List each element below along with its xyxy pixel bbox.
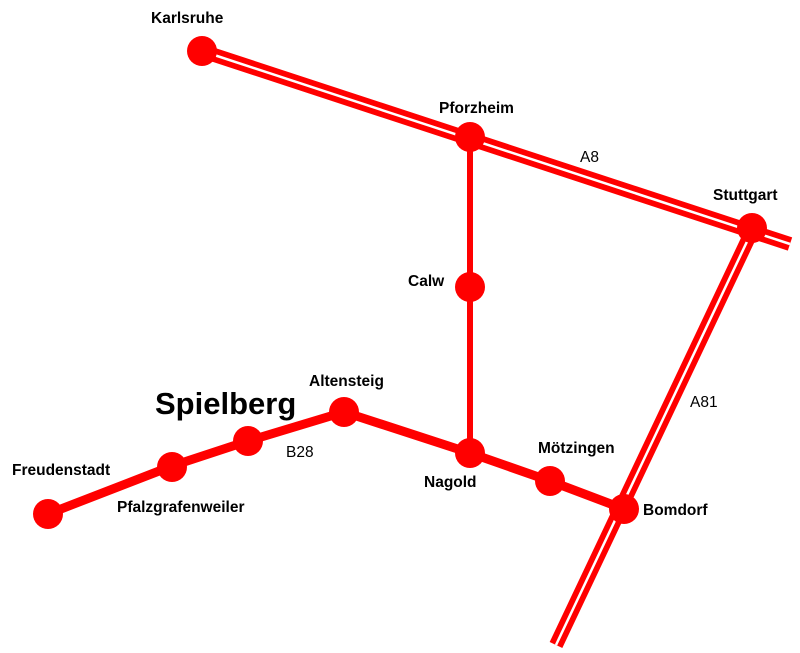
town-dot-stuttgart — [737, 213, 767, 243]
label-bomdorf: Bomdorf — [643, 502, 708, 519]
town-dot-moetzingen — [535, 466, 565, 496]
town-dot-karlsruhe — [187, 36, 217, 66]
label-road-b28: B28 — [286, 444, 314, 461]
motorway-a8 — [199, 44, 793, 251]
label-road-a81: A81 — [690, 394, 718, 411]
town-dot-pforzheim — [455, 122, 485, 152]
label-spielberg: Spielberg — [155, 386, 296, 421]
label-moetzingen: Mötzingen — [538, 440, 615, 457]
label-stuttgart: Stuttgart — [713, 187, 778, 204]
town-dot-bomdorf — [609, 494, 639, 524]
town-dot-spielberg — [233, 426, 263, 456]
motorway-a81 — [549, 228, 759, 648]
label-calw: Calw — [408, 273, 445, 290]
label-altensteig: Altensteig — [309, 373, 384, 390]
town-dot-freudenstadt — [33, 499, 63, 529]
town-dots — [33, 36, 767, 529]
town-dot-altensteig — [329, 397, 359, 427]
label-nagold: Nagold — [424, 474, 477, 491]
label-pforzheim: Pforzheim — [439, 100, 514, 117]
town-dot-nagold — [455, 438, 485, 468]
label-pfalzgrafenweiler: Pfalzgrafenweiler — [117, 499, 245, 516]
label-freudenstadt: Freudenstadt — [12, 462, 110, 479]
label-road-a8: A8 — [580, 149, 599, 166]
label-karlsruhe: Karlsruhe — [151, 10, 224, 27]
town-dot-pfalzgrafenweiler — [157, 452, 187, 482]
town-dot-calw — [455, 272, 485, 302]
labels: Karlsruhe Pforzheim Stuttgart Calw Alten… — [12, 10, 778, 519]
